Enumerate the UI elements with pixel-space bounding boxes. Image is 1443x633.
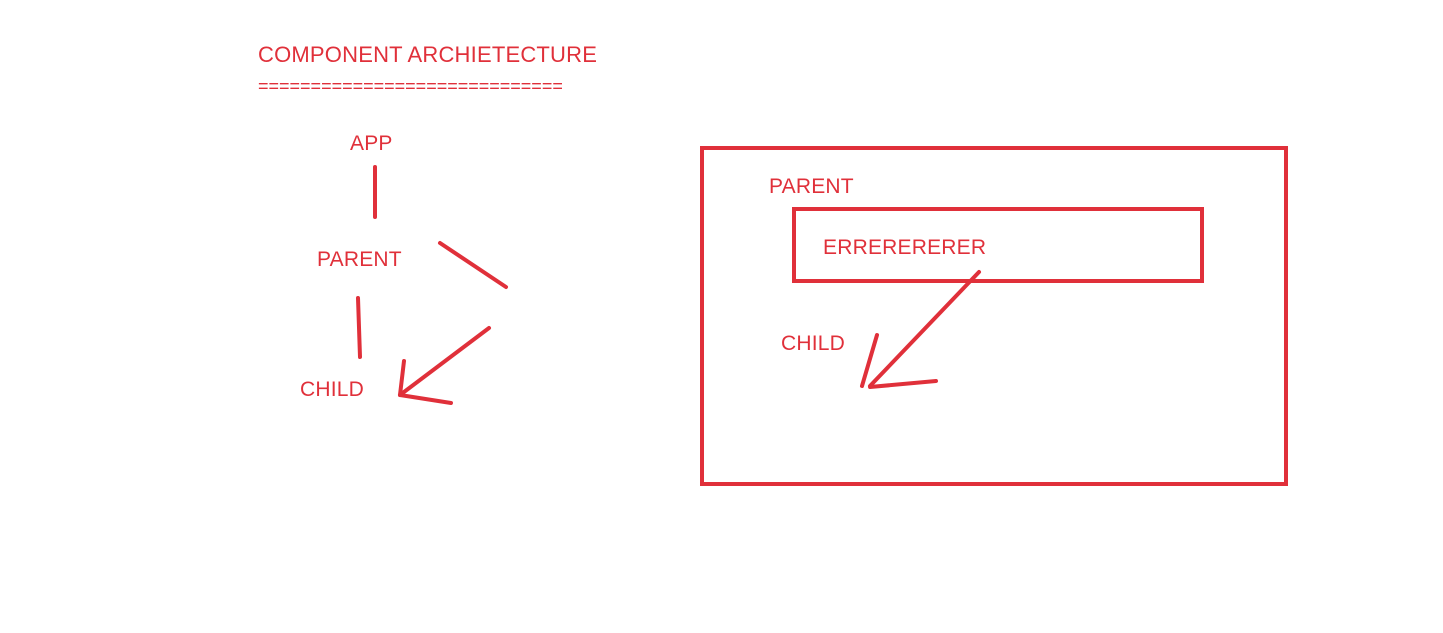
boundary-child-label: CHILD [781, 332, 846, 355]
arrow-head-upper [860, 333, 879, 388]
parent-boundary-box [700, 146, 1288, 486]
boundary-parent-label: PARENT [769, 175, 854, 198]
diagram-title: COMPONENT ARCHIETECTURE [258, 42, 598, 67]
error-label: ERRERERERER [823, 236, 987, 259]
error-box [792, 207, 1204, 283]
arrow-head-lower [868, 379, 938, 389]
parent-to-child-line [356, 296, 362, 359]
node-parent: PARENT [317, 248, 402, 271]
arrow-shaft [398, 326, 491, 397]
arrow-shaft [868, 270, 981, 388]
arrow-error-to-child [860, 270, 981, 389]
node-child: CHILD [300, 378, 365, 401]
arrow-head-upper [398, 359, 406, 397]
title-underline-rule: ============================= [258, 76, 563, 96]
node-app: APP [350, 132, 393, 155]
parent-side-stroke [438, 241, 508, 289]
arrow-head-lower [398, 393, 453, 405]
arrow-to-child-left [398, 326, 491, 405]
